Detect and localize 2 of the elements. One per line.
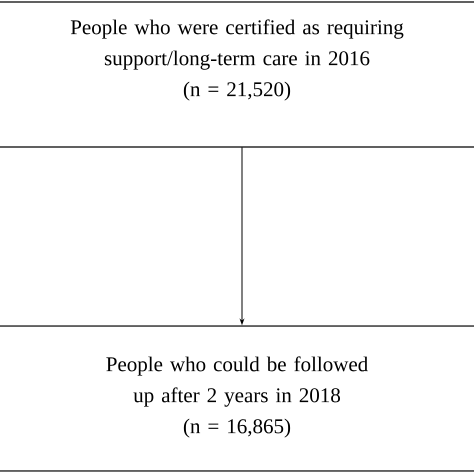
flow-box: People who were certified as requiring support/long-term care in 2016 (n = 21,520) (0, 1, 474, 148)
flow-box: People who could be followed up after 2 years in 2018 (n = 16,865) (0, 325, 474, 472)
